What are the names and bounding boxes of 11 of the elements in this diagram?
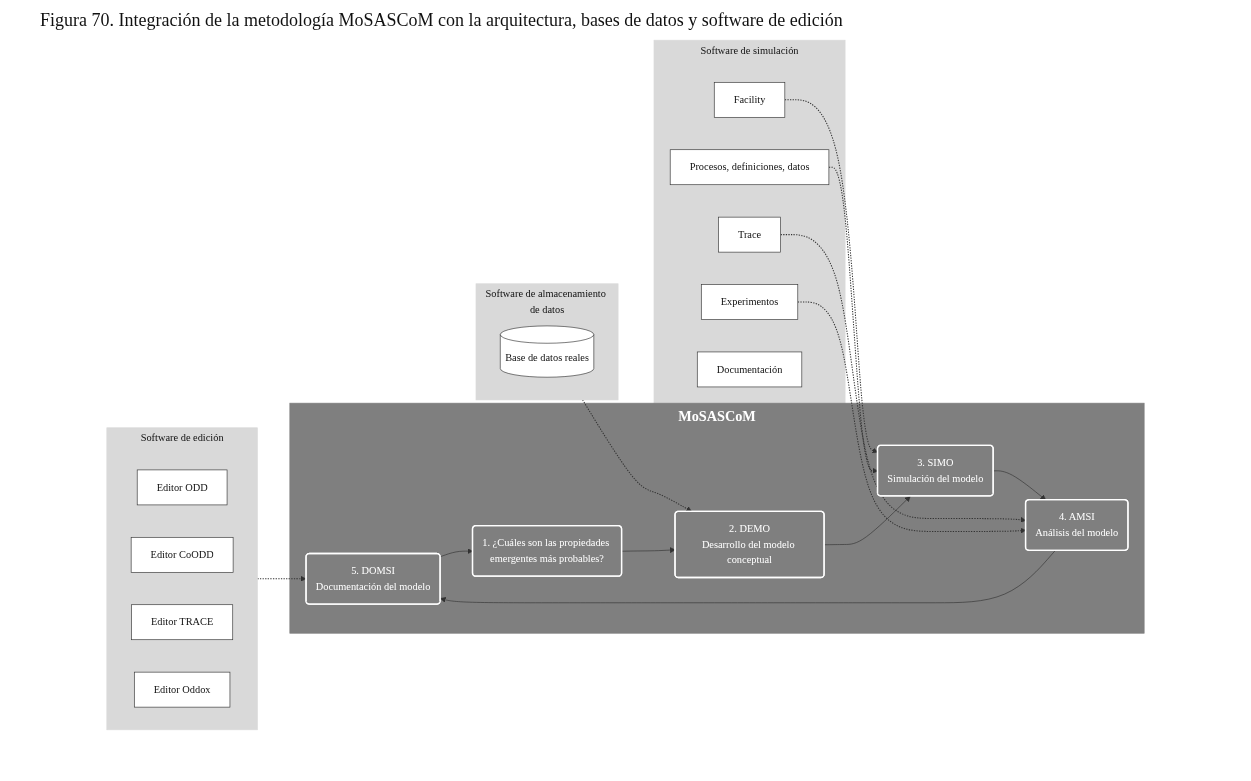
node-box: Experimentos [700, 284, 799, 320]
arrow [582, 399, 692, 512]
node-box: Editor ODD [136, 469, 228, 506]
node-box: Editor CoODD [130, 537, 234, 573]
node-box: Editor TRACE [131, 604, 234, 641]
figure-title: Figura 70. Integración de la metodología MoSASCoM con la arquitectura, bases de datos y software de edición [40, 10, 844, 31]
node-box: Trace [718, 216, 781, 253]
node-box: Editor Oddox [134, 671, 231, 708]
node-box: Facility [713, 82, 786, 118]
node-box: Documentación [696, 351, 803, 388]
node-box: Procesos, definiciones, datos [669, 149, 830, 186]
